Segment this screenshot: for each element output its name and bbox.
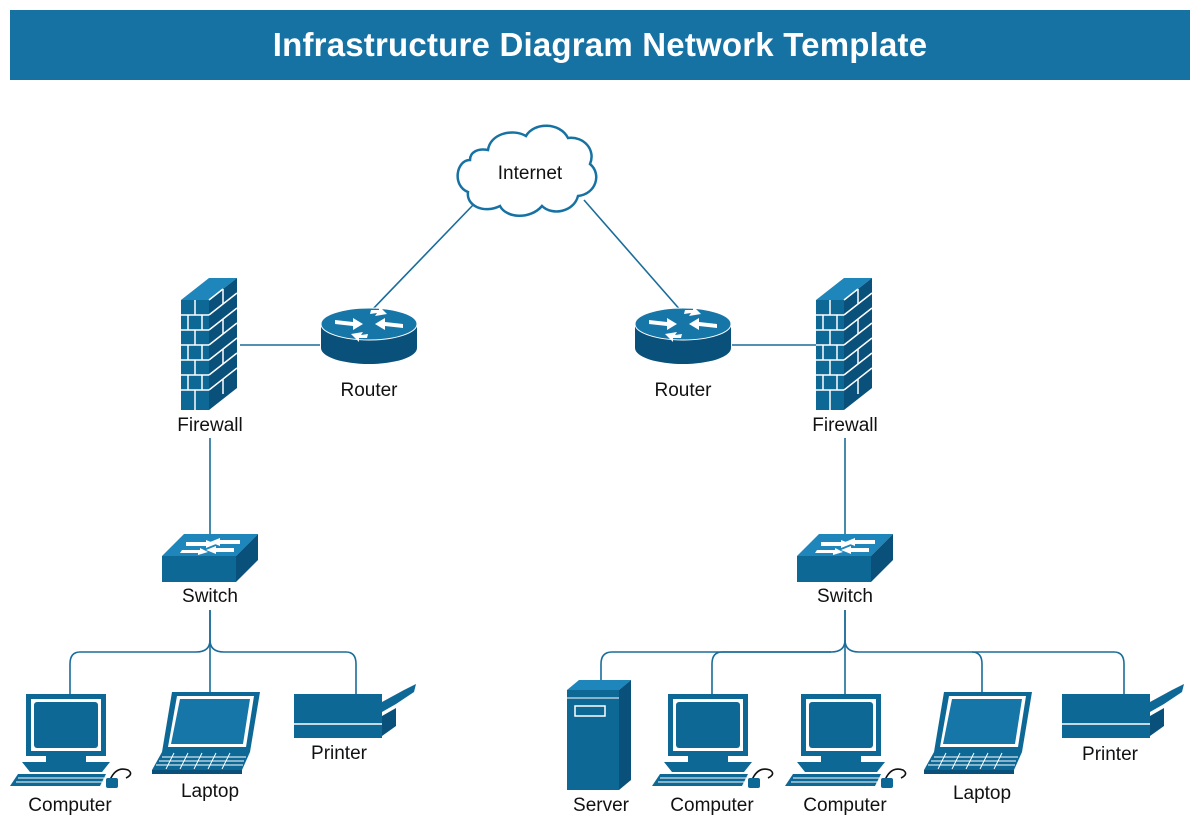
link-internet-left-router <box>369 203 475 313</box>
router-icon <box>320 305 418 365</box>
computer-icon <box>651 693 774 789</box>
link-internet-right-router <box>583 199 683 313</box>
left-computer-node: Computer <box>9 693 132 816</box>
internet-node: Internet <box>456 124 598 217</box>
right-router-node: Router <box>634 305 732 401</box>
left-printer-node: Printer <box>293 683 417 764</box>
left-router-node: Router <box>320 305 418 401</box>
left-switch-node: Switch <box>162 534 258 607</box>
right-switch-node: Switch <box>797 534 893 607</box>
internet-label: Internet <box>498 163 563 184</box>
cloud-icon <box>456 124 598 217</box>
left-switch-label: Switch <box>182 586 238 607</box>
right-router-label: Router <box>654 380 712 401</box>
link-right-switch-laptop <box>844 639 983 692</box>
switch-icon <box>797 534 893 582</box>
right-switch-label: Switch <box>817 586 873 607</box>
computer-icon <box>784 693 907 789</box>
left-firewall-node: Firewall <box>177 277 243 436</box>
link-left-switch-printer <box>209 639 357 694</box>
server-icon <box>566 679 632 791</box>
left-computer-label: Computer <box>28 795 112 816</box>
laptop-icon <box>923 691 1033 775</box>
router-icon <box>634 305 732 365</box>
connections <box>69 199 1125 694</box>
left-router-label: Router <box>340 380 398 401</box>
left-laptop-node: Laptop <box>151 691 261 802</box>
link-left-switch-computer <box>69 610 211 694</box>
right-computer-1-label: Computer <box>670 795 754 816</box>
firewall-icon <box>180 277 238 411</box>
right-laptop-label: Laptop <box>953 783 1011 804</box>
link-right-switch-computer-1 <box>711 651 831 694</box>
right-server-label: Server <box>573 795 630 816</box>
right-printer-node: Printer <box>1061 683 1185 765</box>
link-right-switch-server <box>600 610 846 692</box>
computer-icon <box>9 693 132 789</box>
right-computer-1-node: Computer <box>651 693 774 816</box>
right-server-node: Server <box>566 679 632 816</box>
right-printer-label: Printer <box>1082 744 1139 765</box>
left-firewall-label: Firewall <box>177 415 242 436</box>
firewall-icon <box>815 277 873 411</box>
right-firewall-label: Firewall <box>812 415 877 436</box>
printer-icon <box>1061 683 1185 739</box>
laptop-icon <box>151 691 261 775</box>
right-laptop-node: Laptop <box>923 691 1033 804</box>
right-computer-2-label: Computer <box>803 795 887 816</box>
left-printer-label: Printer <box>311 743 368 764</box>
left-laptop-label: Laptop <box>181 781 239 802</box>
title-banner: Infrastructure Diagram Network Template <box>10 10 1190 80</box>
right-firewall-node: Firewall <box>812 277 878 436</box>
page-title: Infrastructure Diagram Network Template <box>272 26 928 63</box>
printer-icon <box>293 683 417 739</box>
link-right-switch-printer <box>972 651 1125 694</box>
switch-icon <box>162 534 258 582</box>
right-computer-2-node: Computer <box>784 693 907 816</box>
